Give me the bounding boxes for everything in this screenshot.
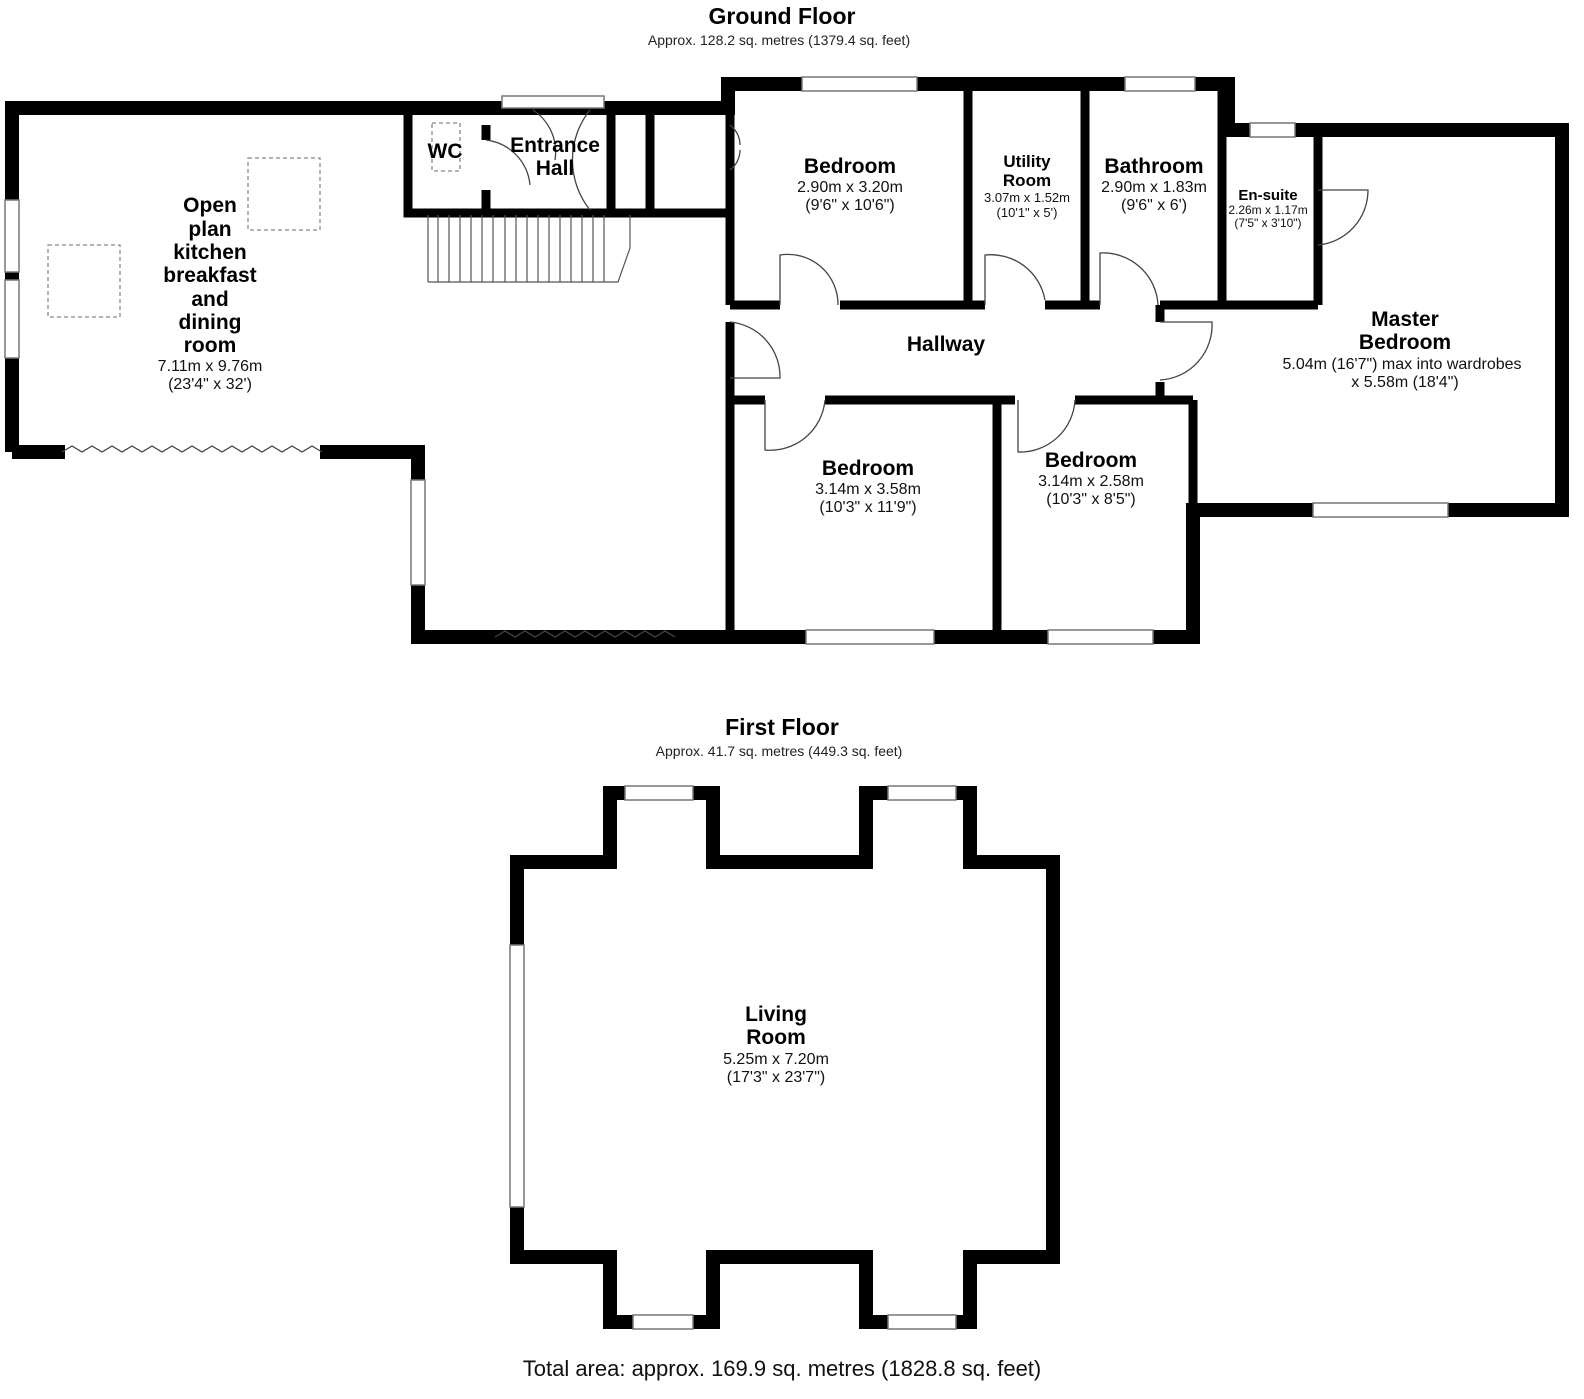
ground-floor-title: Ground Floor: [709, 3, 856, 29]
ground-floor-windows: [4, 76, 1449, 645]
room-wc-name: WC: [428, 140, 463, 163]
room-name: and: [191, 288, 228, 311]
room-name: plan: [188, 218, 231, 241]
room-name: room: [184, 334, 237, 357]
room-dimensions-imperial: (23'4" x 32'): [168, 376, 252, 393]
ground-floor-area: Approx. 128.2 sq. metres (1379.4 sq. fee…: [648, 32, 910, 48]
room-name: Master: [1371, 308, 1439, 331]
room-name: Bathroom: [1104, 155, 1203, 178]
room-entrance-hall-name: Entrance: [510, 134, 600, 157]
room-utility: Utility Room 3.07m x 1.52m (10'1" x 5'): [984, 152, 1070, 220]
room-name: Room: [1003, 171, 1051, 190]
room-name: dining: [179, 311, 242, 334]
first-floor-title: First Floor: [725, 714, 839, 740]
room-name: Room: [746, 1026, 806, 1049]
room-dimensions-metric: 3.07m x 1.52m: [984, 190, 1070, 205]
room-dimensions-imperial: (7'5" x 3'10"): [1234, 216, 1301, 230]
room-bedroom-1: Bedroom 2.90m x 3.20m (9'6" x 10'6"): [797, 155, 903, 214]
room-dimensions-metric: 2.90m x 3.20m: [797, 179, 903, 196]
room-name: Bedroom: [1045, 449, 1137, 472]
room-dimensions-metric: 2.26m x 1.17m: [1228, 203, 1307, 217]
room-name: Bedroom: [1359, 331, 1451, 354]
room-name: En-suite: [1238, 187, 1297, 204]
room-dimensions-imperial: (10'1" x 5'): [997, 205, 1058, 220]
room-dimensions-imperial: (17'3" x 23'7"): [727, 1069, 825, 1086]
staircase: [427, 215, 631, 283]
room-name: Utility: [1003, 152, 1051, 171]
room-dimensions-metric: 5.25m x 7.20m: [723, 1051, 829, 1068]
room-dimensions-imperial: (9'6" x 6'): [1121, 197, 1187, 214]
first-floor-area: Approx. 41.7 sq. metres (449.3 sq. feet): [656, 743, 903, 759]
room-entrance-hall-name: Hall: [536, 157, 575, 180]
room-dimensions-imperial: (9'6" x 10'6"): [805, 197, 895, 214]
total-area: Total area: approx. 169.9 sq. metres (18…: [523, 1356, 1042, 1381]
room-name: Open: [183, 194, 237, 217]
first-floor-windows: [509, 785, 957, 1330]
room-open-plan: Open plan kitchen breakfast and dining r…: [158, 194, 263, 393]
room-dimensions-metric: 5.04m (16'7") max into wardrobes: [1282, 356, 1521, 373]
room-living-room: Living Room 5.25m x 7.20m (17'3" x 23'7"…: [723, 1003, 829, 1086]
room-en-suite: En-suite 2.26m x 1.17m (7'5" x 3'10"): [1228, 187, 1307, 230]
room-name: Living: [745, 1003, 807, 1026]
room-hallway-name: Hallway: [907, 333, 986, 356]
bifold-doors: [61, 445, 676, 638]
room-dimensions-metric: 7.11m x 9.76m: [158, 358, 263, 375]
room-name: breakfast: [163, 264, 256, 287]
room-dimensions-imperial: (10'3" x 11'9"): [819, 499, 916, 516]
room-name: kitchen: [173, 241, 247, 264]
room-dimensions-metric: 3.14m x 2.58m: [1038, 473, 1144, 490]
room-dimensions-imperial: (10'3" x 8'5"): [1046, 491, 1136, 508]
doors: [485, 109, 1369, 453]
room-dimensions-metric: 2.90m x 1.83m: [1101, 179, 1207, 196]
room-bedroom-3: Bedroom 3.14m x 2.58m (10'3" x 8'5"): [1038, 449, 1144, 508]
ground-floor-walls: [5, 77, 1569, 644]
room-bathroom: Bathroom 2.90m x 1.83m (9'6" x 6'): [1101, 155, 1207, 214]
room-name: Bedroom: [804, 155, 896, 178]
room-dimensions-imperial: x 5.58m (18'4"): [1351, 374, 1458, 391]
room-master-bedroom: Master Bedroom 5.04m (16'7") max into wa…: [1282, 308, 1521, 391]
room-dimensions-metric: 3.14m x 3.58m: [815, 481, 921, 498]
room-name: Bedroom: [822, 457, 914, 480]
skylights: [47, 122, 461, 318]
room-bedroom-2: Bedroom 3.14m x 3.58m (10'3" x 11'9"): [815, 457, 921, 516]
